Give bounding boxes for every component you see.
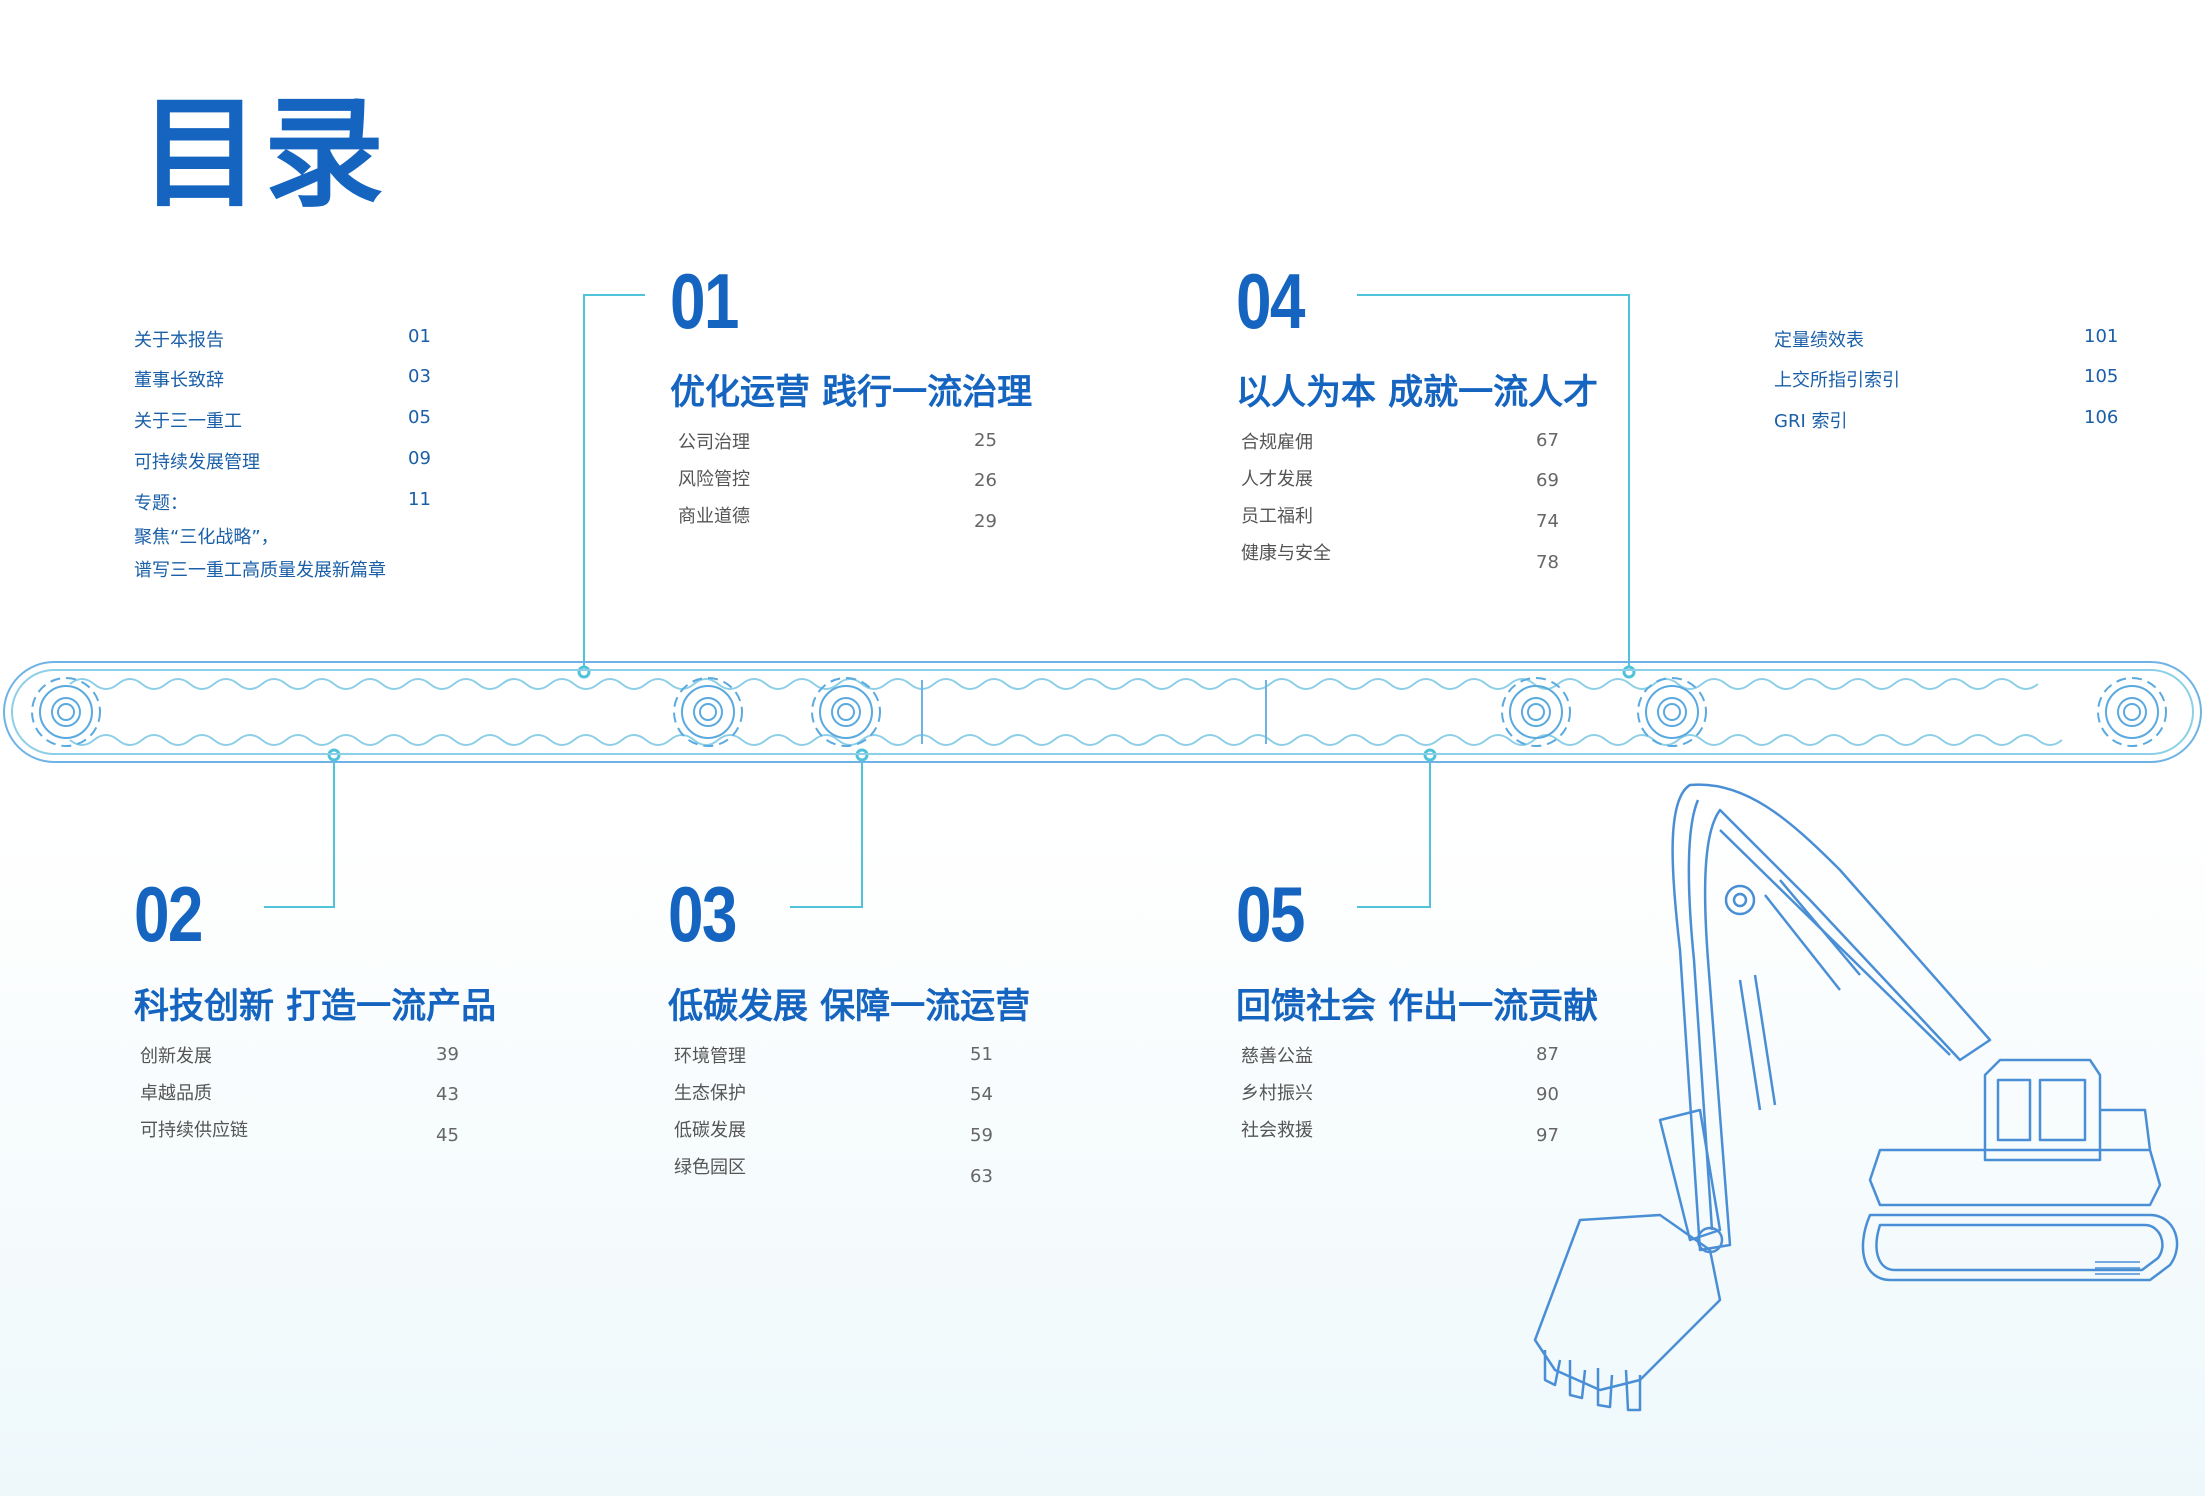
section-title[interactable]: 低碳发展 保障一流运营 (668, 987, 1031, 1027)
section-number: 03 (668, 870, 738, 958)
section-number: 01 (670, 257, 740, 345)
section-item-label[interactable]: 社会救援 (1241, 1120, 1313, 1141)
section-04: 04 以人为本 成就一流人才 合规雇佣 67 人才发展 69 员工福利 74 健… (1236, 262, 1656, 582)
section-03: 03 低碳发展 保障一流运营 环境管理 51 生态保护 54 低碳发展 59 绿… (668, 875, 1088, 1195)
section-item-page: 69 (1536, 470, 1559, 491)
section-number: 04 (1236, 257, 1306, 345)
toc-item-label[interactable]: 聚焦“三化战略”， (134, 527, 279, 548)
toc-item-label[interactable]: 谱写三一重工高质量发展新篇章 (134, 560, 386, 581)
section-item-page: 51 (970, 1044, 993, 1065)
section-item-page: 45 (436, 1125, 459, 1146)
toc-item-page: 101 (2084, 326, 2119, 347)
section-item-page: 54 (970, 1084, 993, 1105)
toc-item-label[interactable]: GRI 索引 (1774, 411, 1848, 432)
toc-item-label[interactable]: 定量绩效表 (1774, 330, 1864, 351)
section-item-label[interactable]: 生态保护 (674, 1083, 746, 1104)
section-title[interactable]: 以人为本 成就一流人才 (1236, 373, 1599, 413)
section-item-label[interactable]: 低碳发展 (674, 1120, 746, 1141)
section-title[interactable]: 回馈社会 作出一流贡献 (1236, 987, 1599, 1027)
toc-item-page: 09 (408, 448, 431, 469)
conveyor-belt (3, 661, 2202, 763)
section-item-label[interactable]: 慈善公益 (1241, 1046, 1313, 1067)
section-item-label[interactable]: 创新发展 (140, 1046, 212, 1067)
section-item-page: 25 (974, 430, 997, 451)
section-item-label[interactable]: 乡村振兴 (1241, 1083, 1313, 1104)
connector-lines (264, 294, 1630, 908)
toc-item-page: 106 (2084, 407, 2119, 428)
section-item-label[interactable]: 风险管控 (678, 469, 750, 490)
section-item-page: 26 (974, 470, 997, 491)
section-item-label[interactable]: 合规雇佣 (1241, 432, 1313, 453)
section-item-page: 63 (970, 1166, 993, 1187)
section-item-page: 39 (436, 1044, 459, 1065)
excavator-illustration (1533, 783, 2179, 1412)
section-item-page: 87 (1536, 1044, 1559, 1065)
section-item-page: 97 (1536, 1125, 1559, 1146)
section-item-label[interactable]: 员工福利 (1241, 506, 1313, 527)
section-item-page: 29 (974, 511, 997, 532)
section-item-label[interactable]: 环境管理 (674, 1046, 746, 1067)
toc-item-label[interactable]: 可持续发展管理 (134, 452, 260, 473)
toc-item-page: 03 (408, 366, 431, 387)
section-number: 05 (1236, 870, 1306, 958)
section-05: 05 回馈社会 作出一流贡献 慈善公益 87 乡村振兴 90 社会救援 97 (1236, 875, 1656, 1175)
section-item-page: 59 (970, 1125, 993, 1146)
section-item-label[interactable]: 卓越品质 (140, 1083, 212, 1104)
section-01: 01 优化运营 践行一流治理 公司治理 25 风险管控 26 商业道德 29 (670, 262, 1090, 562)
section-title[interactable]: 优化运营 践行一流治理 (670, 373, 1033, 413)
toc-item-label[interactable]: 专题： (134, 493, 188, 514)
section-item-page: 43 (436, 1084, 459, 1105)
section-item-page: 78 (1536, 552, 1559, 573)
toc-item-page: 05 (408, 407, 431, 428)
section-number: 02 (134, 870, 204, 958)
section-title[interactable]: 科技创新 打造一流产品 (134, 987, 497, 1027)
left-toc-list: 关于本报告 01 董事长致辞 03 关于三一重工 05 可持续发展管理 09 专… (134, 0, 454, 600)
section-item-page: 90 (1536, 1084, 1559, 1105)
right-toc-list: 定量绩效表 101 上交所指引索引 105 GRI 索引 106 (1774, 0, 2118, 450)
section-item-label[interactable]: 可持续供应链 (140, 1120, 248, 1141)
section-02: 02 科技创新 打造一流产品 创新发展 39 卓越品质 43 可持续供应链 45 (134, 875, 554, 1175)
section-item-label[interactable]: 绿色园区 (674, 1157, 746, 1178)
section-item-page: 67 (1536, 430, 1559, 451)
page-title: 目录 (140, 85, 388, 224)
section-item-label[interactable]: 商业道德 (678, 506, 750, 527)
toc-item-label[interactable]: 关于三一重工 (134, 411, 242, 432)
toc-item-page: 105 (2084, 366, 2119, 387)
section-item-label[interactable]: 公司治理 (678, 432, 750, 453)
section-item-page: 74 (1536, 511, 1559, 532)
gears (31, 677, 2167, 747)
toc-item-label[interactable]: 董事长致辞 (134, 370, 224, 391)
toc-item-page: 01 (408, 326, 431, 347)
toc-item-page: 11 (408, 489, 431, 510)
toc-item-label[interactable]: 关于本报告 (134, 330, 224, 351)
toc-item-label[interactable]: 上交所指引索引 (1774, 370, 1900, 391)
section-item-label[interactable]: 健康与安全 (1241, 543, 1331, 564)
section-item-label[interactable]: 人才发展 (1241, 469, 1313, 490)
